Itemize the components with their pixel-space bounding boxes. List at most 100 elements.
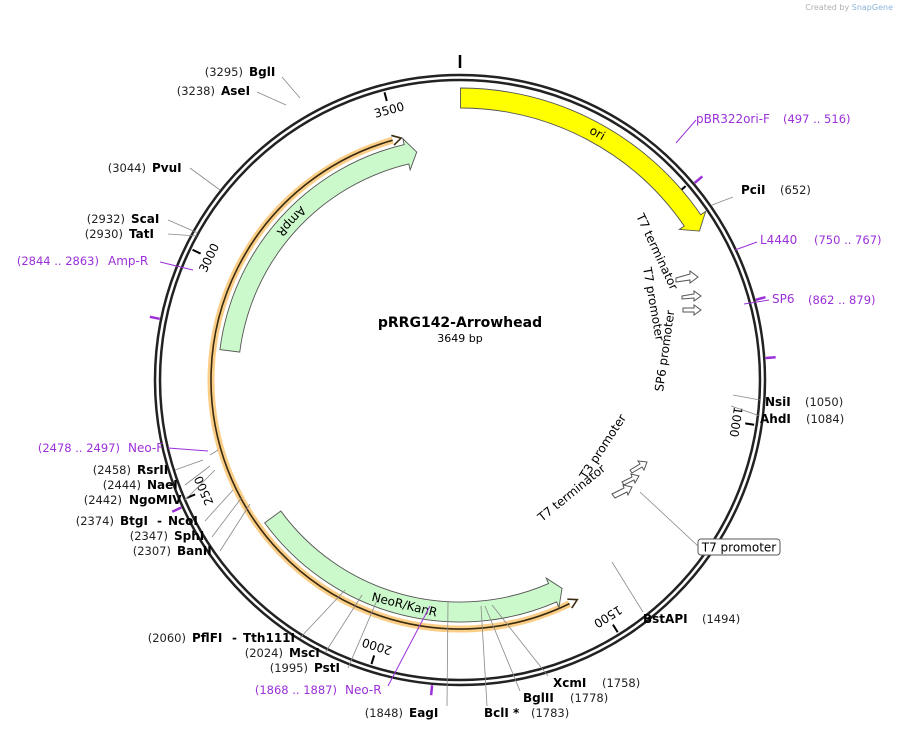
svg-text:(2060): (2060) bbox=[148, 631, 186, 645]
svg-text:SP6: SP6 bbox=[772, 292, 795, 306]
svg-text:(1783): (1783) bbox=[531, 706, 569, 720]
enzyme-banii[interactable]: (2307) BanII bbox=[133, 544, 212, 558]
t7-promoter-leader-line bbox=[639, 491, 699, 547]
enzyme-ngomiv[interactable]: (2442) NgoMIV bbox=[84, 493, 183, 507]
svg-text:(2478 .. 2497): (2478 .. 2497) bbox=[38, 441, 120, 455]
orange-arc-line-0 bbox=[210, 139, 570, 630]
enzyme-btgi-ncoi[interactable]: (2374) BtgI - NcoI bbox=[76, 514, 198, 528]
enzyme-sphi[interactable]: (2347) SphI bbox=[130, 529, 205, 543]
svg-text:MscI: MscI bbox=[289, 646, 320, 660]
primer-neo-r[interactable]: (1868 .. 1887) Neo-R bbox=[255, 683, 382, 697]
svg-text:(652): (652) bbox=[780, 183, 811, 197]
enzyme-tati[interactable]: (2930) TatI bbox=[85, 227, 154, 241]
svg-text:(2442): (2442) bbox=[84, 493, 122, 507]
tick-label-3000: 3000 bbox=[196, 241, 222, 275]
primer-mark-l4440 bbox=[755, 295, 766, 302]
svg-text:-: - bbox=[157, 514, 162, 528]
orange-arc-arrowhead-0-1 bbox=[567, 598, 579, 609]
promoter-cluster-bottom-icon bbox=[611, 460, 648, 499]
orange-arc-arrowhead-0-0 bbox=[391, 134, 403, 146]
enzyme-psti[interactable]: (1995) PstI bbox=[270, 661, 340, 675]
enzyme-nsii[interactable]: NsiI (1050) bbox=[765, 395, 843, 409]
enzyme-ahdi[interactable]: AhdI (1084) bbox=[760, 412, 844, 426]
t7-terminator-label-bottom: T7 terminator bbox=[534, 461, 608, 525]
primer-pbr322ori-f[interactable]: pBR322ori-F (497 .. 516) bbox=[696, 112, 851, 126]
primer-mark-amp-r bbox=[149, 315, 160, 321]
enzyme-bstapi[interactable]: BstAPI (1494) bbox=[643, 612, 740, 626]
primer-mark-neo-r bbox=[429, 685, 434, 696]
enzyme-naei[interactable]: (2444) NaeI bbox=[103, 478, 178, 492]
svg-text:(1868 .. 1887): (1868 .. 1887) bbox=[255, 683, 337, 697]
enzyme-msci[interactable]: (2024) MscI bbox=[245, 646, 320, 660]
feature-arrow-ampr[interactable] bbox=[219, 137, 418, 353]
enzyme-eagi[interactable]: (1848) EagI bbox=[365, 706, 439, 720]
svg-text:L4440: L4440 bbox=[760, 233, 797, 247]
enzyme-xcmi[interactable]: XcmI (1758) bbox=[553, 676, 640, 690]
tick-label-3500: 3500 bbox=[373, 99, 406, 120]
svg-text:(497 .. 516): (497 .. 516) bbox=[783, 112, 851, 126]
svg-text:(2347): (2347) bbox=[130, 529, 168, 543]
tick-label-1500: 1500 bbox=[591, 603, 624, 631]
svg-text:NcoI: NcoI bbox=[168, 514, 198, 528]
orange-arc-0 bbox=[207, 136, 572, 633]
enzyme-pcii[interactable]: PciI (652) bbox=[741, 183, 811, 197]
enzyme-bgli[interactable]: (3295) BglI bbox=[205, 65, 276, 79]
t7-promoter-box-label: T7 promoter bbox=[701, 541, 777, 555]
svg-text:(3238): (3238) bbox=[177, 84, 215, 98]
label-leader-lines bbox=[167, 76, 761, 707]
feature-label-ori: ori bbox=[587, 123, 607, 143]
primer-l4440[interactable]: L4440 (750 .. 767) bbox=[760, 233, 882, 247]
svg-text:BtgI: BtgI bbox=[120, 514, 148, 528]
plasmid-name: pRRG142-Arrowhead bbox=[378, 315, 542, 331]
svg-text:Amp-R: Amp-R bbox=[108, 254, 148, 268]
primer-neo-f[interactable]: (2478 .. 2497) Neo-F bbox=[38, 441, 163, 455]
svg-text:(1778): (1778) bbox=[570, 691, 608, 705]
svg-text:NsiI: NsiI bbox=[765, 395, 791, 409]
svg-text:(3044): (3044) bbox=[108, 161, 146, 175]
feature-arrow-ori[interactable] bbox=[460, 87, 707, 232]
enzyme-rsrii[interactable]: (2458) RsrII bbox=[93, 463, 168, 477]
svg-text:-: - bbox=[232, 631, 237, 645]
backbone-outer-circle bbox=[153, 73, 767, 687]
svg-text:PstI: PstI bbox=[314, 661, 340, 675]
svg-text:(2024): (2024) bbox=[245, 646, 283, 660]
tick-label-2000: 2000 bbox=[360, 635, 393, 657]
tick-mark-3000 bbox=[192, 248, 202, 255]
svg-text:Neo-R: Neo-R bbox=[345, 683, 382, 697]
svg-text:(2444): (2444) bbox=[103, 478, 141, 492]
svg-text:(2930): (2930) bbox=[85, 227, 123, 241]
enzyme-pflfi-tth111i[interactable]: (2060) PflFI - Tth111I bbox=[148, 631, 295, 645]
svg-text:pBR322ori-F: pBR322ori-F bbox=[696, 112, 770, 126]
primer-mark-neo-f bbox=[171, 506, 182, 513]
enzyme-scai[interactable]: (2932) ScaI bbox=[87, 212, 160, 226]
enzyme-pvui[interactable]: (3044) PvuI bbox=[108, 161, 182, 175]
svg-text:Tth111I: Tth111I bbox=[243, 631, 295, 645]
svg-text:(2307): (2307) bbox=[133, 544, 171, 558]
svg-text:EagI: EagI bbox=[409, 706, 438, 720]
tick-label-1000: 1000 bbox=[727, 406, 745, 438]
svg-text:(862 .. 879): (862 .. 879) bbox=[808, 293, 876, 307]
svg-text:NgoMIV: NgoMIV bbox=[129, 493, 182, 507]
enzyme-bcli[interactable]: BclI * (1783) bbox=[484, 706, 569, 720]
svg-text:BclI *: BclI * bbox=[484, 706, 520, 720]
primer-sp6[interactable]: SP6 (862 .. 879) bbox=[772, 292, 876, 307]
svg-text:(2844 .. 2863): (2844 .. 2863) bbox=[17, 254, 99, 268]
snapgene-watermark: Created by SnapGene bbox=[805, 3, 893, 12]
primer-amp-r[interactable]: (2844 .. 2863) Amp-R bbox=[17, 254, 148, 268]
tick-label-2500: 2500 bbox=[191, 474, 216, 508]
t7-promoter-box[interactable] bbox=[697, 538, 781, 556]
enzyme-asei[interactable]: (3238) AseI bbox=[177, 84, 250, 98]
primer-mark-sp6 bbox=[765, 356, 776, 360]
svg-text:BglI: BglI bbox=[249, 65, 275, 79]
svg-text:BglII: BglII bbox=[523, 691, 554, 705]
plasmid-length: 3649 bp bbox=[437, 332, 482, 345]
svg-text:(750 .. 767): (750 .. 767) bbox=[814, 233, 882, 247]
tick-mark-2000 bbox=[370, 655, 376, 665]
primer-mark-pbr322ori-f bbox=[693, 175, 704, 184]
svg-text:PflFI: PflFI bbox=[192, 631, 222, 645]
svg-text:(1494): (1494) bbox=[702, 612, 740, 626]
enzyme-bglii[interactable]: BglII (1778) bbox=[523, 691, 608, 705]
feature-arrow-neor-kanr[interactable] bbox=[264, 510, 563, 623]
